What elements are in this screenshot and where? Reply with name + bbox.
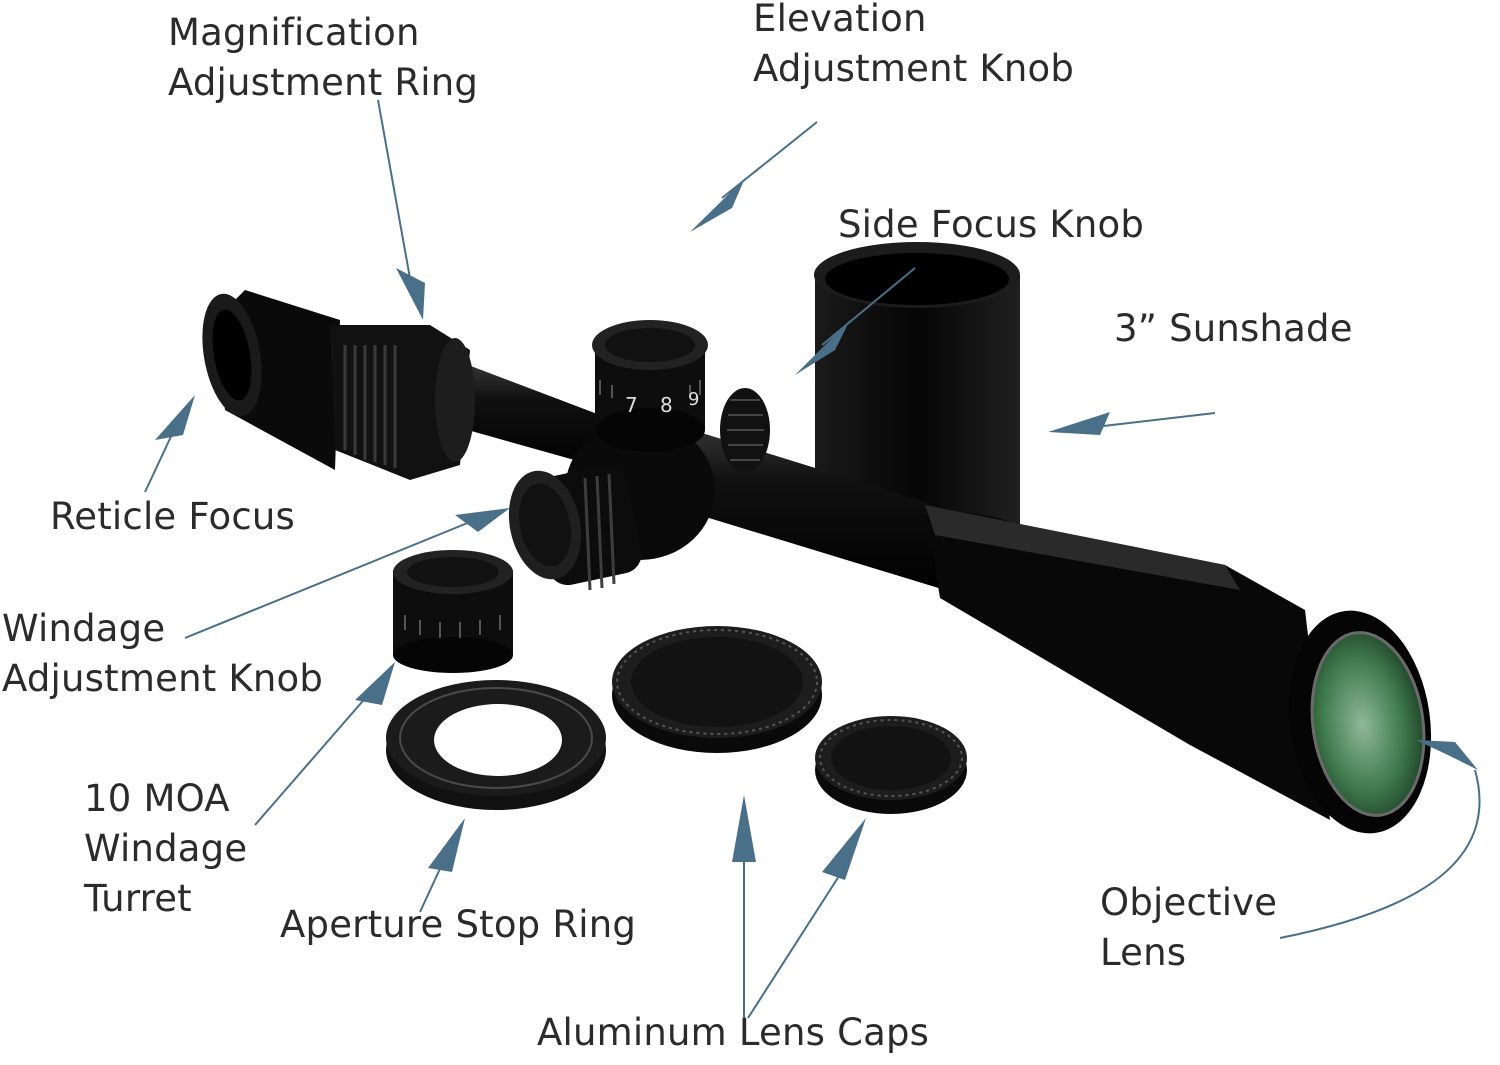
aperture-stop-label: Aperture Stop Ring xyxy=(280,903,637,946)
turret-numeral-8: 8 xyxy=(660,393,673,417)
windage-turret-label: 10 MOA Windage Turret xyxy=(84,774,247,924)
elevation-label-line-2: Adjustment Knob xyxy=(753,47,1075,90)
loose-windage-turret xyxy=(393,550,513,673)
objective-arrowhead xyxy=(1416,740,1478,770)
objective-leader-line xyxy=(1279,769,1481,939)
elevation-label: Elevation Adjustment Knob xyxy=(753,0,1074,94)
aperture-stop-ring xyxy=(386,680,606,810)
windage-knob-arrowhead xyxy=(455,508,510,532)
windage-turret-label-line-1: 10 MOA xyxy=(84,777,230,820)
windage-turret-arrowhead xyxy=(355,662,395,705)
objective-lens-label-line-2: Lens xyxy=(1100,931,1187,974)
magnification-label: Magnification Adjustment Ring xyxy=(168,8,478,108)
windage-knob-label-line-2: Adjustment Knob xyxy=(2,657,324,700)
elevation-label-line-1: Elevation xyxy=(753,0,927,40)
reticle-focus-arrowhead xyxy=(155,395,195,440)
windage-turret-leader-line xyxy=(254,694,369,826)
large-lens-cap xyxy=(612,626,822,753)
lens-cap-leader-line-right xyxy=(747,861,849,1019)
elevation-turret: 7 8 9 xyxy=(592,320,708,452)
arrowheads xyxy=(155,178,1478,880)
objective-lens-label: Objective Lens xyxy=(1100,878,1277,978)
side-focus-knob xyxy=(720,388,770,472)
reticle-focus-leader-line xyxy=(144,427,176,493)
magnification-label-line-2: Adjustment Ring xyxy=(168,61,479,104)
magnification-leader-line xyxy=(377,99,414,296)
side-focus-label: Side Focus Knob xyxy=(838,203,1145,246)
side-focus-leader-line xyxy=(821,267,916,346)
windage-knob-label: Windage Adjustment Knob xyxy=(2,604,323,704)
sunshade-arrowhead xyxy=(1048,412,1110,435)
objective-lens-glass xyxy=(1312,632,1424,816)
windage-knob xyxy=(508,465,642,591)
leader-lines xyxy=(144,99,1481,1019)
turret-numeral-7: 7 xyxy=(625,393,638,417)
side-focus-arrowhead xyxy=(795,320,850,375)
lens-cap-arrowhead-left xyxy=(732,795,756,862)
small-lens-cap xyxy=(815,716,967,814)
windage-knob-label-line-1: Windage xyxy=(2,607,166,650)
windage-turret-label-line-2: Windage xyxy=(84,827,248,870)
magnification-label-line-1: Magnification xyxy=(168,11,420,54)
scope-body xyxy=(202,290,1432,834)
sunshade-label: 3” Sunshade xyxy=(1114,307,1353,350)
turret-numeral-9: 9 xyxy=(688,389,699,410)
objective-lens-label-line-1: Objective xyxy=(1100,881,1278,924)
lens-caps-label: Aluminum Lens Caps xyxy=(537,1011,930,1054)
windage-knob-leader-line xyxy=(184,521,471,639)
aperture-arrowhead xyxy=(428,818,465,872)
magnification-arrowhead xyxy=(396,268,425,320)
reticle-focus-label: Reticle Focus xyxy=(50,495,296,538)
windage-turret-label-line-3: Turret xyxy=(84,877,192,920)
lens-cap-arrowhead-right xyxy=(822,818,866,880)
elevation-arrowhead xyxy=(690,178,745,232)
sunshade-leader-line xyxy=(1094,412,1216,428)
